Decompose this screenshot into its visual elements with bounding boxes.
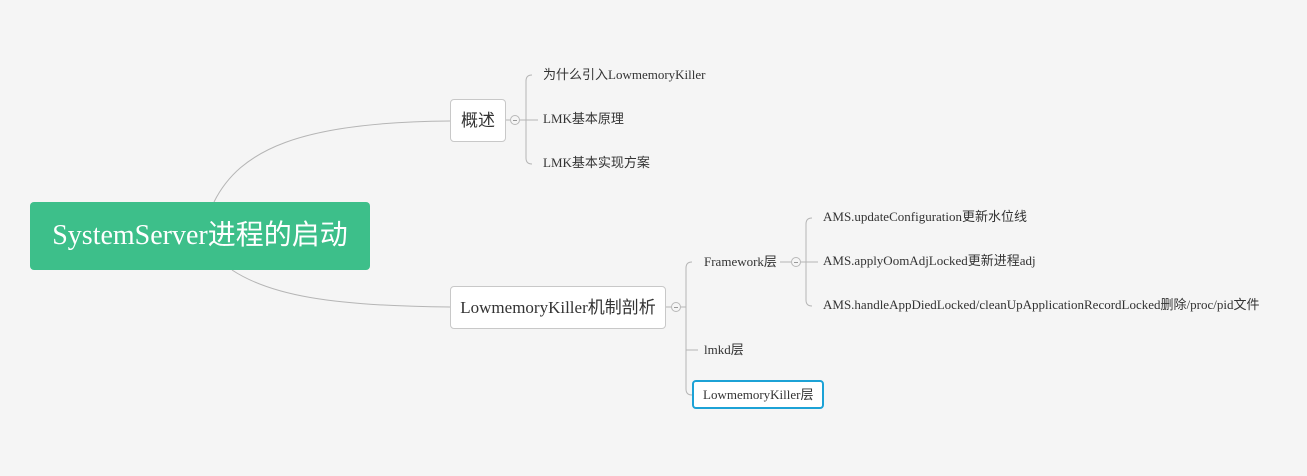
collapse-toggle-overview[interactable] [510, 115, 520, 125]
subtopic-ams-update-configuration[interactable]: AMS.updateConfiguration更新水位线 [823, 209, 1028, 224]
subtopic-lmk-implementation[interactable]: LMK基本实现方案 [543, 155, 650, 170]
subtopic-lmkd-layer[interactable]: lmkd层 [704, 342, 744, 357]
subtopic-why-lmk[interactable]: 为什么引入LowmemoryKiller [543, 67, 706, 82]
subtopic-lmk-principle[interactable]: LMK基本原理 [543, 111, 624, 126]
topic-overview[interactable]: 概述 [450, 99, 506, 142]
subtopic-lowmemorykiller-layer-selected[interactable]: LowmemoryKiller层 [692, 380, 825, 409]
topic-lmk-mechanism[interactable]: LowmemoryKiller机制剖析 [450, 286, 666, 329]
root-topic[interactable]: SystemServer进程的启动 [30, 202, 370, 270]
subtopic-framework-layer[interactable]: Framework层 [704, 254, 777, 269]
collapse-toggle-mechanism[interactable] [671, 302, 681, 312]
subtopic-ams-handle-app-died[interactable]: AMS.handleAppDiedLocked/cleanUpApplicati… [823, 297, 1260, 312]
subtopic-ams-apply-oom-adj[interactable]: AMS.applyOomAdjLocked更新进程adj [823, 253, 1036, 268]
collapse-toggle-framework[interactable] [791, 257, 801, 267]
